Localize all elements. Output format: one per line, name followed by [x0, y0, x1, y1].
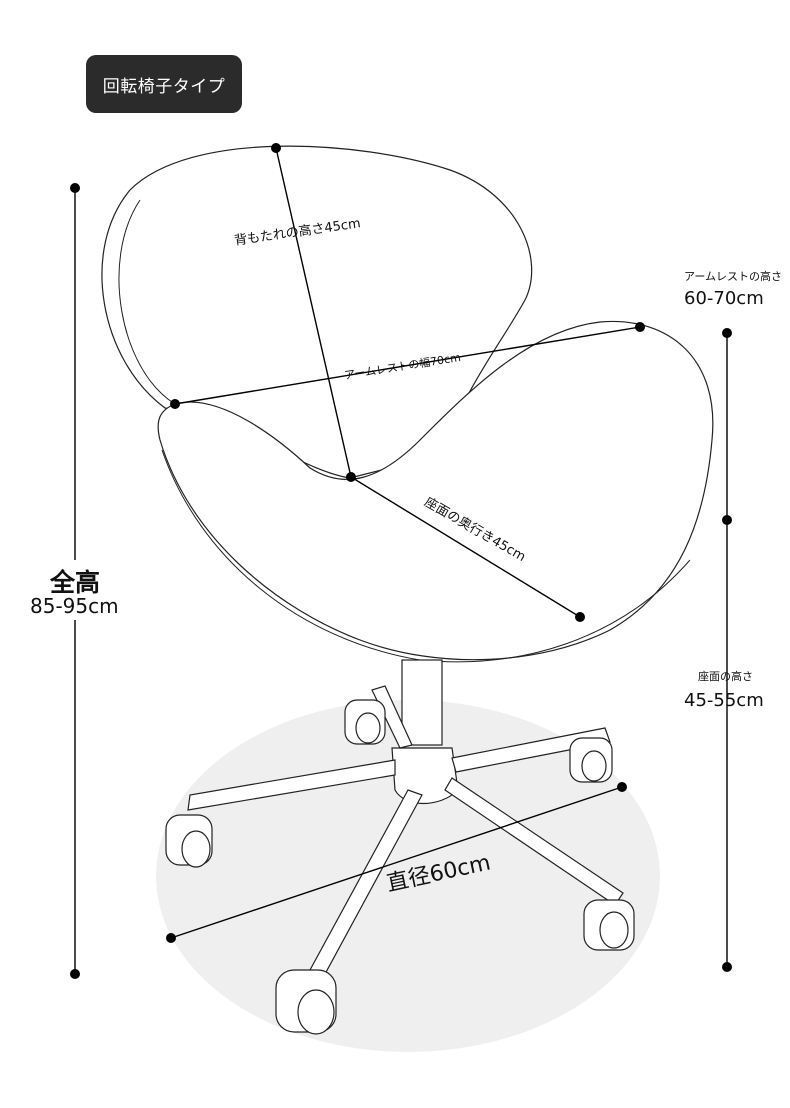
caster-front [275, 969, 337, 1035]
seat-height-title: 座面の高さ [698, 670, 753, 683]
diameter-line [170, 786, 623, 939]
chair-type-label: 回転椅子タイプ [102, 76, 226, 97]
caster-left [165, 814, 213, 868]
chair-type-tag: 回転椅子タイプ [86, 55, 242, 113]
arm-width-line [174, 326, 641, 405]
seat-height-value: 45-55cm [684, 690, 764, 711]
chair-back-inner-edge [118, 199, 176, 405]
back-height-line [275, 147, 352, 478]
seat-depth-line [350, 476, 581, 618]
casters [165, 699, 635, 1035]
total-height-value: 85-95cm [30, 594, 119, 618]
base-hub [391, 747, 459, 805]
caster-back [344, 699, 386, 745]
armrest-height-title: アームレストの高さ [684, 270, 783, 283]
total-height-title: 全高 [50, 568, 101, 597]
caster-right-front [583, 899, 635, 951]
chair-seat [157, 320, 714, 661]
measure-lines [74, 147, 728, 974]
chair-back [101, 145, 533, 479]
star-base [187, 685, 624, 975]
gas-lift-column [401, 659, 443, 746]
caster-right-back [569, 737, 613, 783]
measure-points [70, 143, 732, 979]
armrest-height-value: 60-70cm [684, 288, 764, 309]
